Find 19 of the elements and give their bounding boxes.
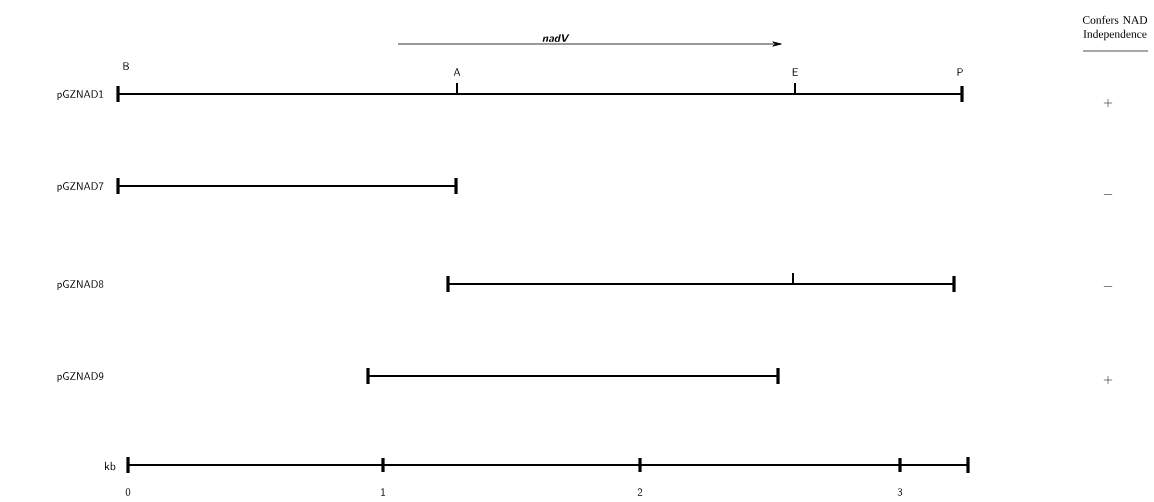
clone-label: pGZNAD9 [57,372,104,382]
clone-label: pGZNAD8 [57,280,104,290]
clone-label: pGZNAD7 [57,182,104,192]
tick-label: 3 [897,488,903,496]
clone-label: pGZNAD1 [57,90,103,100]
gene-label: nadV [542,34,570,42]
result-sign: + [1103,375,1113,385]
site-label: P [957,68,963,76]
result-sign: − [1103,194,1113,195]
result-sign: + [1103,98,1113,108]
axis-label: kb [105,461,116,471]
tick-label: 1 [381,488,385,496]
site-label: E [792,68,798,76]
result-sign: − [1103,286,1113,287]
site-label: A [453,68,461,76]
tick-label: 2 [637,488,643,496]
tick-label: 0 [125,488,131,496]
site-label: B [123,62,129,70]
column-heading: Confers NAD Independence [1082,15,1148,41]
